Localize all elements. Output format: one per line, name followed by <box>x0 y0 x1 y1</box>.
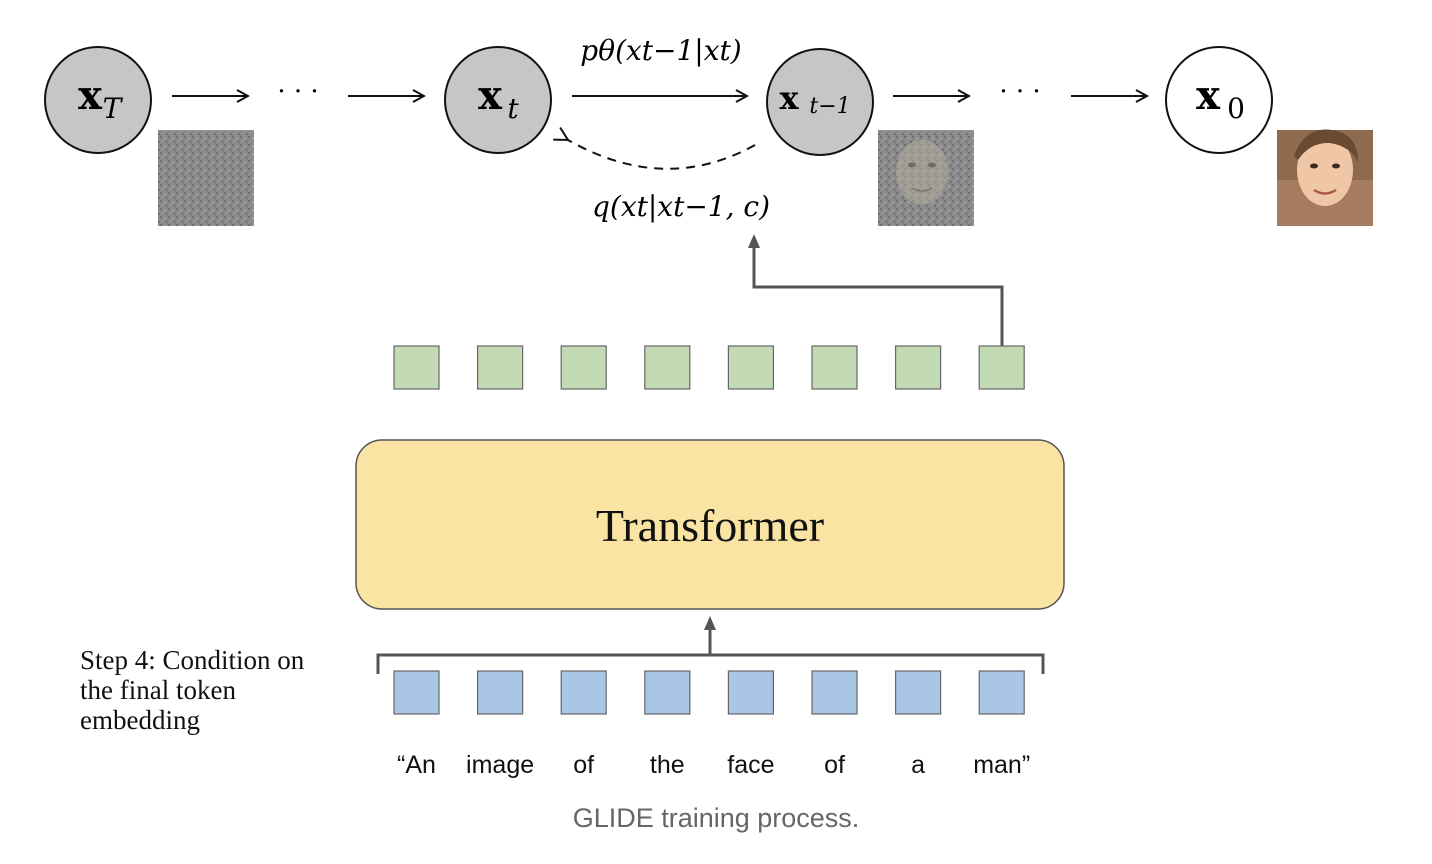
input-token-embedding <box>894 670 942 715</box>
input-token-embedding <box>393 670 440 715</box>
token-word: “An <box>397 751 436 779</box>
node-xt-minus-1: x t−1 <box>766 48 874 156</box>
figure-caption: GLIDE training process. <box>572 803 860 833</box>
token-word: of <box>824 751 845 779</box>
input-token-embedding <box>811 670 858 715</box>
condition-connector <box>748 234 1004 346</box>
chain-ellipsis: · · · <box>277 77 318 107</box>
input-token-row <box>393 670 1025 715</box>
input-token-embedding <box>978 670 1025 715</box>
token-word: the <box>650 751 685 779</box>
step-note: Step 4: Condition on the final token emb… <box>80 645 305 735</box>
chain-ellipsis: · · · <box>999 77 1040 107</box>
input-token-embedding <box>560 670 607 715</box>
partially-denoised-face-image <box>878 130 974 226</box>
reverse-label: q(xt|xt−1, c) <box>592 190 770 223</box>
token-word: face <box>727 751 774 779</box>
reverse-dashed-arrow <box>553 126 756 170</box>
output-token-embedding <box>727 345 775 390</box>
node-x0-subscript: 0 <box>1227 92 1245 125</box>
node-xt-minus-1-subscript: t−1 <box>809 94 850 119</box>
node-xT-subscript: T <box>103 92 124 125</box>
node-xt-minus-1-symbol: x <box>779 79 799 117</box>
node-xt: x t <box>444 46 552 154</box>
transformer-label: Transformer <box>596 500 824 551</box>
output-token-embedding <box>894 345 942 390</box>
token-word: of <box>573 751 594 779</box>
output-token-embedding <box>644 345 691 390</box>
node-xT: x T <box>44 46 152 154</box>
input-token-embedding <box>644 670 691 715</box>
output-token-embedding <box>393 345 440 390</box>
output-token-embedding <box>477 345 524 390</box>
token-word: a <box>911 751 925 779</box>
input-token-embedding <box>477 670 524 715</box>
noise-image <box>158 130 254 226</box>
token-word: man” <box>973 751 1030 779</box>
input-token-embedding <box>727 670 775 715</box>
node-x0: x 0 <box>1165 46 1273 154</box>
token-word: image <box>466 751 534 779</box>
face-image <box>1277 129 1373 226</box>
transformer-block: Transformer <box>355 439 1065 610</box>
node-xt-subscript: t <box>507 92 519 125</box>
forward-label: pθ(xt−1|xt) <box>580 34 741 67</box>
output-token-embedding <box>811 345 858 390</box>
node-xt-symbol: x <box>478 72 503 119</box>
output-token-embedding <box>978 345 1025 390</box>
node-x0-symbol: x <box>1196 72 1221 119</box>
token-word-row: “An image of the face of a man” <box>397 751 1030 779</box>
node-xT-symbol: x <box>78 72 103 119</box>
output-token-embedding <box>560 345 607 390</box>
output-token-row <box>393 345 1025 390</box>
